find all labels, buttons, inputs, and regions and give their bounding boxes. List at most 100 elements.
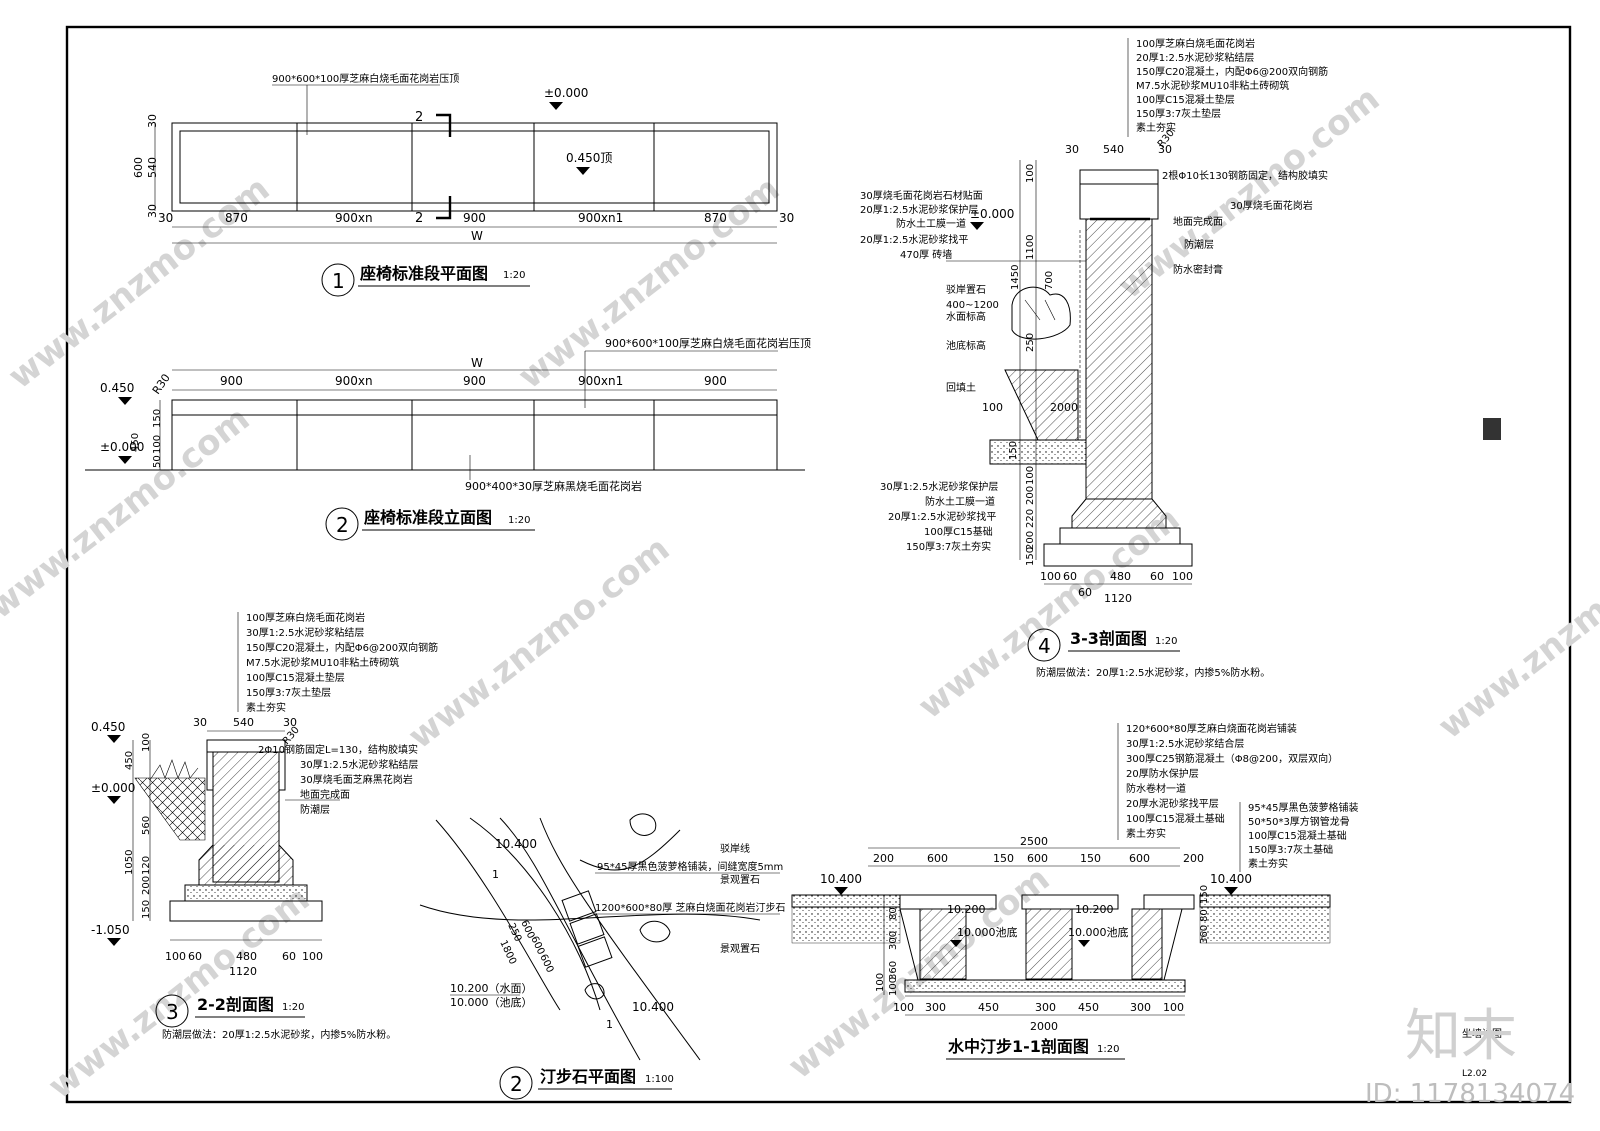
svg-text:900*400*30厚芝麻黑烧毛面花岗岩: 900*400*30厚芝麻黑烧毛面花岗岩 [465, 479, 642, 493]
svg-text:1:20: 1:20 [508, 515, 530, 526]
svg-text:2000: 2000 [1030, 1020, 1058, 1033]
svg-text:250: 250 [1025, 333, 1036, 352]
svg-text:100: 100 [1163, 1001, 1184, 1014]
svg-text:30厚烧毛面花岗岩: 30厚烧毛面花岗岩 [1230, 199, 1313, 212]
svg-text:60: 60 [282, 950, 296, 963]
svg-text:220: 220 [1025, 509, 1036, 528]
svg-text:900: 900 [463, 211, 486, 225]
svg-text:450: 450 [130, 433, 141, 452]
svg-text:M7.5水泥砂浆MU10非粘土砖砌筑: M7.5水泥砂浆MU10非粘土砖砌筑 [1136, 79, 1289, 92]
svg-text:防水密封膏: 防水密封膏 [1173, 263, 1223, 276]
svg-text:20厚防水保护层: 20厚防水保护层 [1126, 767, 1199, 780]
svg-text:素土夯实: 素土夯实 [1136, 121, 1176, 134]
svg-text:防潮层做法：20厚1:2.5水泥砂浆，内掺5%防水粉。: 防潮层做法：20厚1:2.5水泥砂浆，内掺5%防水粉。 [162, 1028, 396, 1041]
svg-text:95*45厚黑色菠萝格铺装，间缝宽度5mm: 95*45厚黑色菠萝格铺装，间缝宽度5mm [597, 860, 783, 873]
svg-text:900: 900 [220, 374, 243, 388]
svg-text:200: 200 [141, 876, 152, 895]
svg-text:10.200（水面）: 10.200（水面） [450, 982, 533, 995]
svg-text:100: 100 [875, 973, 886, 992]
view-3-number: 3 [166, 1000, 179, 1024]
svg-text:10.400: 10.400 [1210, 872, 1252, 886]
view-6-title: 水中汀步1-1剖面图 [948, 1037, 1089, 1056]
svg-text:100厚芝麻白烧毛面花岗岩: 100厚芝麻白烧毛面花岗岩 [246, 611, 365, 624]
svg-text:1: 1 [606, 1018, 613, 1031]
section-3-3-left-notes-bottom: 30厚1:2.5水泥砂浆保护层 防水土工膜一道 20厚1:2.5水泥砂浆找平 1… [880, 480, 998, 553]
svg-text:900xn: 900xn [335, 211, 373, 225]
svg-text:30: 30 [283, 716, 297, 729]
section-1-1-layer-labels: 120*600*80厚芝麻白烧面花岗岩铺装 30厚1:2.5水泥砂浆结合层 30… [1126, 722, 1338, 840]
svg-text:300: 300 [925, 1001, 946, 1014]
svg-text:100厚芝麻白烧毛面花岗岩: 100厚芝麻白烧毛面花岗岩 [1136, 37, 1255, 50]
svg-text:防潮层: 防潮层 [300, 803, 330, 816]
svg-text:150: 150 [141, 900, 152, 919]
svg-text:地面完成面: 地面完成面 [300, 788, 350, 801]
svg-text:80: 80 [1199, 909, 1210, 922]
svg-text:1450: 1450 [1010, 265, 1021, 290]
svg-text:480: 480 [236, 950, 257, 963]
svg-text:200: 200 [873, 852, 894, 865]
svg-text:470厚 砖墙: 470厚 砖墙 [900, 248, 952, 261]
svg-text:360: 360 [1199, 925, 1210, 944]
svg-text:360: 360 [888, 961, 899, 980]
section-3-3-layer-labels: 100厚芝麻白烧毛面花岗岩 20厚1:2.5水泥砂浆粘结层 150厚C20混凝土… [1136, 37, 1328, 134]
svg-text:-1.050: -1.050 [91, 923, 130, 937]
svg-text:1120: 1120 [229, 965, 257, 978]
svg-text:30厚1:2.5水泥砂浆粘结层: 30厚1:2.5水泥砂浆粘结层 [246, 626, 364, 639]
svg-text:素土夯实: 素土夯实 [1126, 827, 1166, 840]
brand-watermark: 知末 [1405, 1004, 1517, 1069]
svg-text:地面完成面: 地面完成面 [1173, 215, 1223, 228]
svg-text:150厚3:7灰土夯实: 150厚3:7灰土夯实 [906, 540, 991, 553]
svg-text:560: 560 [141, 816, 152, 835]
svg-text:20厚1:2.5水泥砂浆粘结层: 20厚1:2.5水泥砂浆粘结层 [1136, 51, 1254, 64]
svg-text:素土夯实: 素土夯实 [1248, 857, 1288, 870]
svg-text:1:20: 1:20 [1155, 636, 1177, 647]
stepping-stones [561, 890, 613, 968]
svg-text:60: 60 [1078, 586, 1092, 599]
svg-text:100: 100 [1025, 164, 1036, 183]
plan-coping-note: 900*600*100厚芝麻白烧毛面花岗岩压顶 [272, 72, 459, 85]
svg-text:540: 540 [233, 716, 254, 729]
svg-text:30厚1:2.5水泥砂浆粘结层: 30厚1:2.5水泥砂浆粘结层 [300, 758, 418, 771]
svg-text:900xn1: 900xn1 [578, 374, 623, 388]
svg-text:景观置石: 景观置石 [720, 943, 760, 955]
view-4-number: 4 [1038, 634, 1051, 658]
svg-text:W: W [471, 356, 483, 370]
svg-text:0.450: 0.450 [100, 381, 134, 395]
svg-text:10.400: 10.400 [632, 1000, 674, 1014]
svg-text:900xn: 900xn [335, 374, 373, 388]
svg-text:600: 600 [1027, 852, 1048, 865]
svg-text:100: 100 [893, 1001, 914, 1014]
svg-text:600: 600 [927, 852, 948, 865]
svg-text:120: 120 [141, 856, 152, 875]
svg-text:2000: 2000 [1050, 401, 1078, 414]
svg-text:100: 100 [888, 977, 899, 996]
svg-text:150: 150 [1025, 547, 1036, 566]
svg-text:1:20: 1:20 [503, 270, 525, 281]
svg-text:60: 60 [1150, 570, 1164, 583]
title-block-text: 坐墙详图 [1462, 1027, 1502, 1040]
svg-text:540: 540 [1103, 143, 1124, 156]
svg-text:150: 150 [152, 409, 163, 428]
view-4-title: 3-3剖面图 [1070, 629, 1147, 648]
svg-text:10.200: 10.200 [1075, 903, 1114, 916]
svg-text:450: 450 [978, 1001, 999, 1014]
svg-text:100厚C15混凝土垫层: 100厚C15混凝土垫层 [1136, 93, 1235, 106]
svg-text:100厚C15混凝土基础: 100厚C15混凝土基础 [1126, 812, 1225, 825]
svg-text:10.000（池底）: 10.000（池底） [450, 995, 533, 1009]
svg-text:±0.000: ±0.000 [91, 781, 135, 795]
svg-text:1120: 1120 [1104, 592, 1132, 605]
svg-text:防潮层: 防潮层 [1184, 238, 1214, 251]
svg-text:870: 870 [225, 211, 248, 225]
svg-text:防潮层做法：20厚1:2.5水泥砂浆，内掺5%防水粉。: 防潮层做法：20厚1:2.5水泥砂浆，内掺5%防水粉。 [1036, 666, 1270, 679]
svg-text:10.400: 10.400 [820, 872, 862, 886]
svg-text:150厚3:7灰土基础: 150厚3:7灰土基础 [1248, 843, 1333, 856]
svg-text:600: 600 [1129, 852, 1150, 865]
svg-text:W: W [471, 229, 483, 243]
svg-text:95*45厚黑色菠萝格铺装: 95*45厚黑色菠萝格铺装 [1248, 801, 1358, 814]
sheet-border [65, 25, 1572, 1104]
svg-text:100: 100 [152, 435, 163, 454]
svg-text:20厚1:2.5水泥砂浆找平: 20厚1:2.5水泥砂浆找平 [860, 233, 968, 246]
svg-text:10.200: 10.200 [947, 903, 986, 916]
svg-text:480: 480 [1110, 570, 1131, 583]
